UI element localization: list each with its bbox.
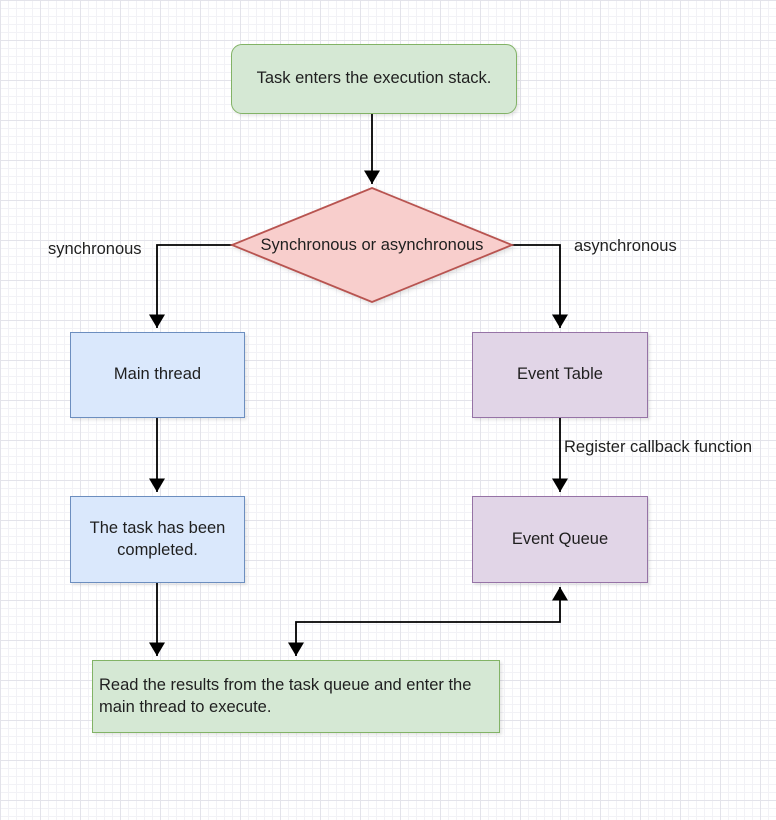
edge-decision-to-main-thread bbox=[149, 244, 232, 328]
node-main-thread: Main thread bbox=[70, 332, 245, 418]
edge-decision-to-event-table bbox=[512, 244, 568, 328]
node-decision-label: Synchronous or asynchronous bbox=[260, 236, 484, 254]
node-event-queue-label: Event Queue bbox=[511, 529, 609, 548]
node-read-results: Read the results from the task queue and… bbox=[92, 660, 500, 733]
node-event-table-label: Event Table bbox=[517, 365, 603, 384]
node-main-thread-label: Main thread bbox=[113, 365, 202, 384]
node-start-label: Task enters the execution stack. bbox=[256, 69, 492, 88]
node-read-results-label: Read the results from the task queue and… bbox=[99, 675, 472, 716]
edge-label-asynchronous: asynchronous bbox=[574, 237, 677, 255]
node-event-table: Event Table bbox=[472, 332, 648, 418]
node-start: Task enters the execution stack. bbox=[231, 44, 517, 114]
node-task-completed: The task has been completed. bbox=[70, 496, 245, 583]
edge-label-synchronous: synchronous bbox=[48, 240, 142, 258]
node-task-completed-label: The task has been completed. bbox=[89, 518, 226, 559]
node-event-queue: Event Queue bbox=[472, 496, 648, 583]
edge-label-register-callback: Register callback function bbox=[564, 438, 753, 456]
edge-read-results-event-queue-bidirectional bbox=[288, 587, 568, 656]
